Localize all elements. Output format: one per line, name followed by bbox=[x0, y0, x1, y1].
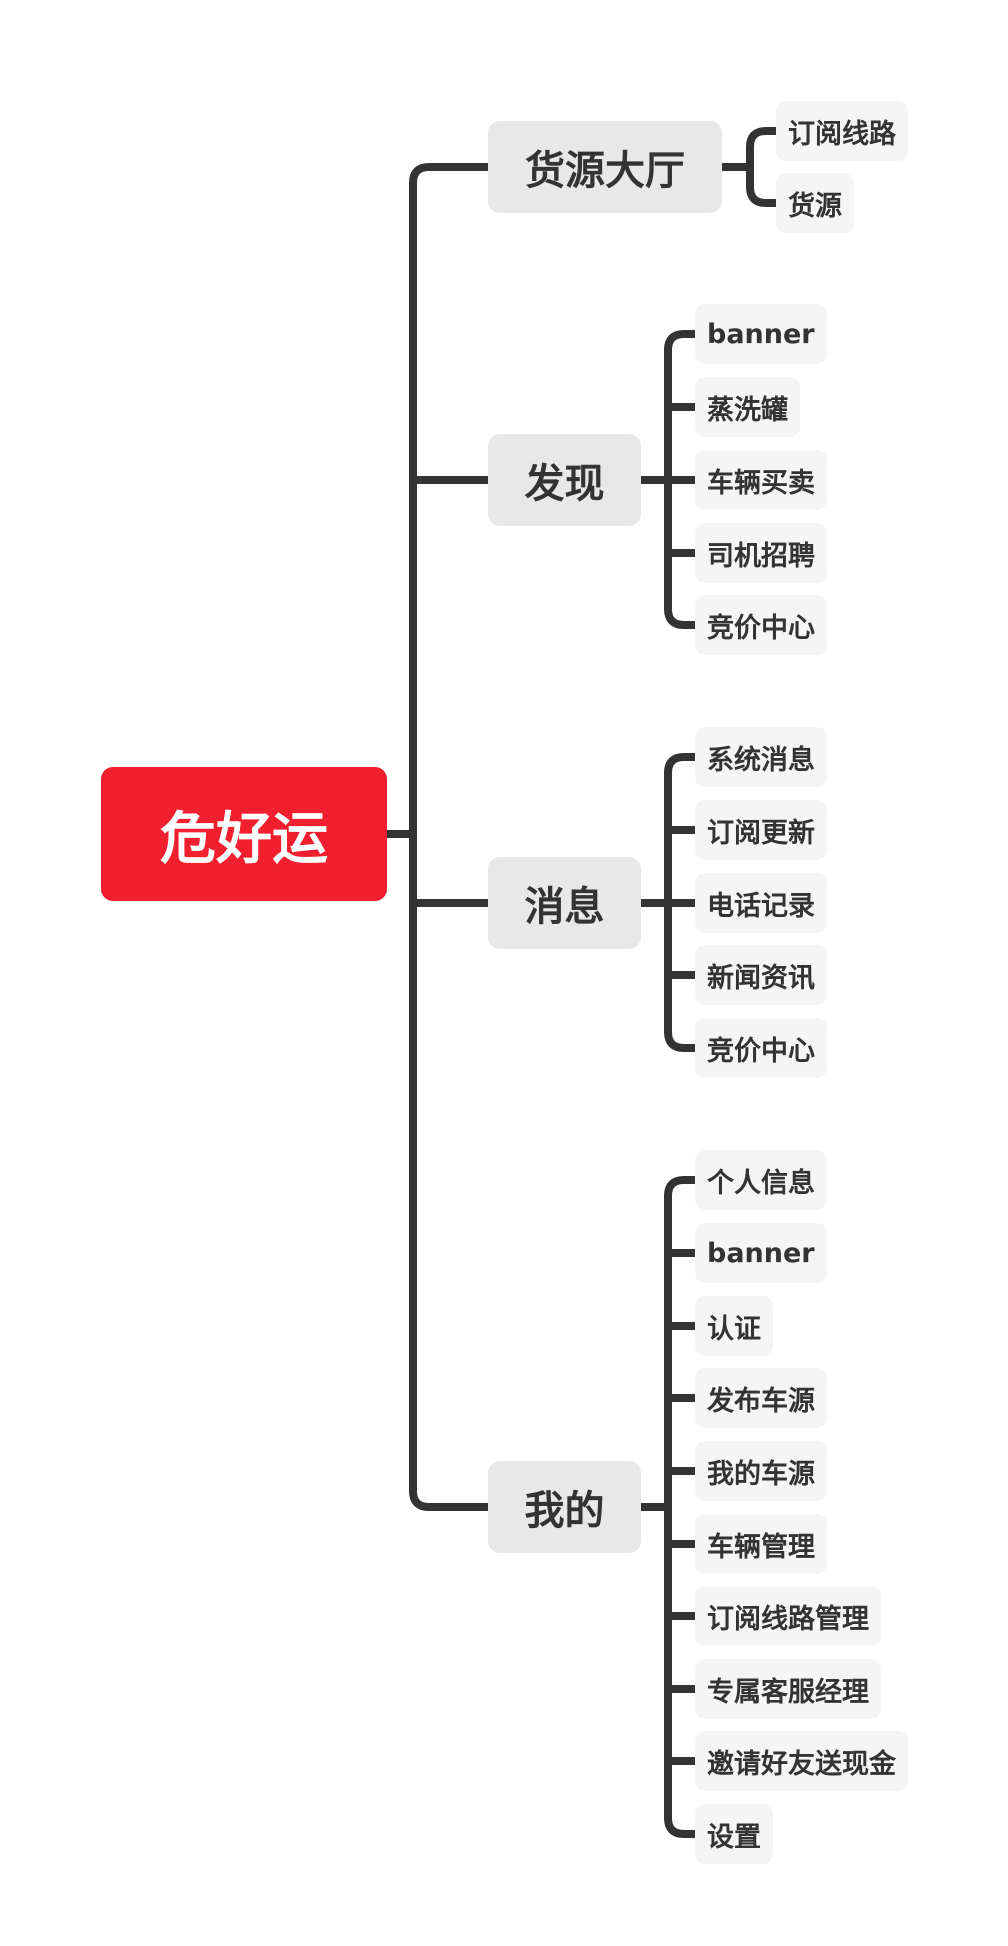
branch-node-cargo-hall: 货源大厅 bbox=[488, 121, 722, 213]
connector-branch-0-leaf-0 bbox=[746, 127, 780, 151]
branch-node-discover: 发现 bbox=[488, 434, 641, 526]
root-node: 危好运 bbox=[101, 767, 387, 901]
leaf-cargo-source: 货源 bbox=[776, 173, 854, 233]
connector-root-to-branch-3 bbox=[409, 1487, 492, 1511]
connector-branch-1-leaf-4 bbox=[664, 605, 699, 629]
connector-branch-3-leaf-0 bbox=[664, 1176, 699, 1200]
leaf-system-messages: 系统消息 bbox=[695, 727, 827, 787]
leaf-tank-washing: 蒸洗罐 bbox=[695, 377, 800, 437]
branch-node-mine: 我的 bbox=[488, 1461, 641, 1553]
leaf-bidding-center-messages: 竞价中心 bbox=[695, 1018, 827, 1078]
leaf-subscription-updates: 订阅更新 bbox=[695, 800, 827, 860]
connector-branch-2-leaf-0 bbox=[664, 753, 699, 777]
leaf-bidding-center-discover: 竞价中心 bbox=[695, 595, 827, 655]
connector-branch-1-leaf-0 bbox=[664, 330, 699, 354]
connector-branch-3-leaf-9 bbox=[664, 1814, 699, 1838]
leaf-invite-friends-cash: 邀请好友送现金 bbox=[695, 1731, 908, 1791]
leaf-settings: 设置 bbox=[695, 1804, 773, 1864]
leaf-subscribe-route-management: 订阅线路管理 bbox=[695, 1586, 881, 1646]
leaf-certification: 认证 bbox=[695, 1296, 773, 1356]
leaf-mine-banner: banner bbox=[695, 1223, 827, 1283]
leaf-news: 新闻资讯 bbox=[695, 945, 827, 1005]
leaf-discover-banner: banner bbox=[695, 304, 827, 364]
leaf-vehicle-trading: 车辆买卖 bbox=[695, 450, 827, 510]
leaf-my-vehicle-source: 我的车源 bbox=[695, 1441, 827, 1501]
branch-node-messages: 消息 bbox=[488, 857, 641, 949]
connector-branch-2-leaf-4 bbox=[664, 1028, 699, 1052]
leaf-subscribe-route: 订阅线路 bbox=[776, 101, 908, 161]
leaf-publish-vehicle-source: 发布车源 bbox=[695, 1368, 827, 1428]
leaf-personal-info: 个人信息 bbox=[695, 1150, 827, 1210]
connector-root-to-branch-0 bbox=[409, 163, 492, 187]
leaf-dedicated-service-manager: 专属客服经理 bbox=[695, 1659, 881, 1719]
connector-branch-0-leaf-1 bbox=[746, 183, 780, 207]
leaf-vehicle-management: 车辆管理 bbox=[695, 1514, 827, 1574]
leaf-call-records: 电话记录 bbox=[695, 873, 827, 933]
leaf-driver-recruitment: 司机招聘 bbox=[695, 523, 827, 583]
